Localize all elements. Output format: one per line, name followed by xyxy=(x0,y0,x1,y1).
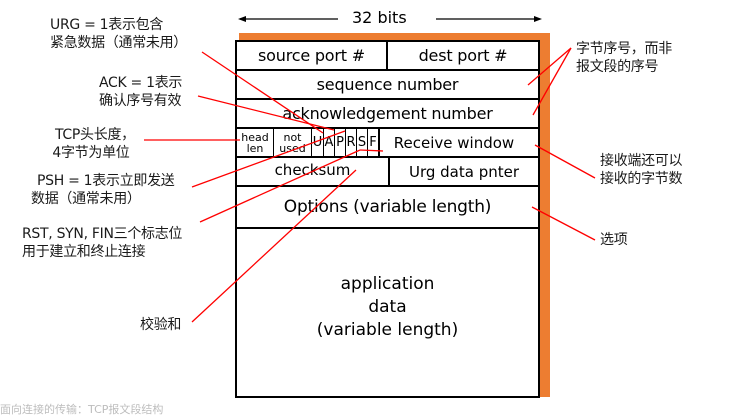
tcp-segment: source port # dest port # sequence numbe… xyxy=(235,40,540,398)
annotation-head-len: TCP头长度， 4字节为单位 xyxy=(47,126,135,162)
annotation-seq-ack-line2: 报文段的序号 xyxy=(576,59,659,75)
flag-ack: A xyxy=(323,129,334,156)
annotation-psh: PSH = 1表示立即发送 数据（通常未用） xyxy=(31,172,175,208)
annotation-rst-syn-fin-line2: 用于建立和终止连接 xyxy=(22,244,146,260)
annotation-checksum: 校验和 xyxy=(140,316,181,334)
annotation-urg-line1: URG = 1表示包含 xyxy=(50,17,164,33)
checksum-field: checksum xyxy=(274,161,351,179)
width-label: 32 bits xyxy=(352,8,407,27)
annotation-options-line1: 选项 xyxy=(600,232,628,248)
annotation-seq-ack-line1: 字节序号，而非 xyxy=(576,41,672,57)
flag-rst: R xyxy=(345,129,356,156)
source-port-field: source port # xyxy=(258,46,365,65)
footer-caption: 面向连接的传输：TCP报文段结构 xyxy=(0,403,164,416)
annotation-urg: URG = 1表示包含 紧急数据（通常未用） xyxy=(50,16,187,52)
row-sequence: sequence number xyxy=(237,71,538,100)
annotation-ack: ACK = 1表示 确认序号有效 xyxy=(99,74,182,110)
app-data-line2: data xyxy=(368,297,407,317)
width-indicator: 32 bits xyxy=(238,8,542,28)
annotation-receive-window-line2: 接收的字节数 xyxy=(600,171,683,187)
annotation-urg-line2: 紧急数据（通常未用） xyxy=(50,35,187,51)
dest-port-field: dest port # xyxy=(386,42,538,69)
head-len-line1: head xyxy=(241,130,269,144)
ack-number-field: acknowledgement number xyxy=(282,104,493,123)
urg-pointer-field: Urg data pnter xyxy=(388,158,538,185)
sequence-number-field: sequence number xyxy=(316,75,459,94)
annotation-receive-window-line1: 接收端还可以 xyxy=(600,153,683,169)
annotation-seq-ack: 字节序号，而非 报文段的序号 xyxy=(576,40,672,76)
application-data-field: application data (variable length) xyxy=(237,219,538,396)
head-len-line2: len xyxy=(246,141,264,155)
row-ack: acknowledgement number xyxy=(237,100,538,129)
annotation-psh-line1: PSH = 1表示立即发送 xyxy=(37,173,175,189)
row-checksum: checksum Urg data pnter xyxy=(237,158,538,187)
flag-psh: P xyxy=(334,129,345,156)
annotation-rst-syn-fin-line1: RST, SYN, FIN三个标志位 xyxy=(22,226,183,242)
flag-syn: S xyxy=(356,129,367,156)
row-flags: head len not used U A P R S F Receive wi… xyxy=(237,129,538,158)
annotation-options: 选项 xyxy=(600,231,628,249)
annotation-checksum-line1: 校验和 xyxy=(140,317,182,333)
not-used-line2: used xyxy=(279,141,306,155)
row-ports: source port # dest port # xyxy=(237,42,538,71)
annotation-rst-syn-fin: RST, SYN, FIN三个标志位 用于建立和终止连接 xyxy=(22,225,182,261)
annotation-ack-line2: 确认序号有效 xyxy=(99,93,182,109)
annotation-receive-window: 接收端还可以 接收的字节数 xyxy=(600,152,683,188)
annotation-psh-line2: 数据（通常未用） xyxy=(31,191,141,207)
receive-window-field: Receive window xyxy=(378,129,528,156)
flag-urg: U xyxy=(311,129,323,156)
app-data-line3: (variable length) xyxy=(316,320,459,340)
annotation-ack-line1: ACK = 1表示 xyxy=(99,75,183,91)
not-used-field: not used xyxy=(273,129,311,156)
head-len-field: head len xyxy=(237,129,273,156)
flag-fin: F xyxy=(367,129,378,156)
width-arrow-icon xyxy=(238,16,542,22)
annotation-head-len-line2: 4字节为单位 xyxy=(52,145,130,161)
app-data-line1: application xyxy=(340,274,435,294)
annotation-head-len-line1: TCP头长度， xyxy=(55,127,135,143)
not-used-line1: not xyxy=(283,130,302,144)
